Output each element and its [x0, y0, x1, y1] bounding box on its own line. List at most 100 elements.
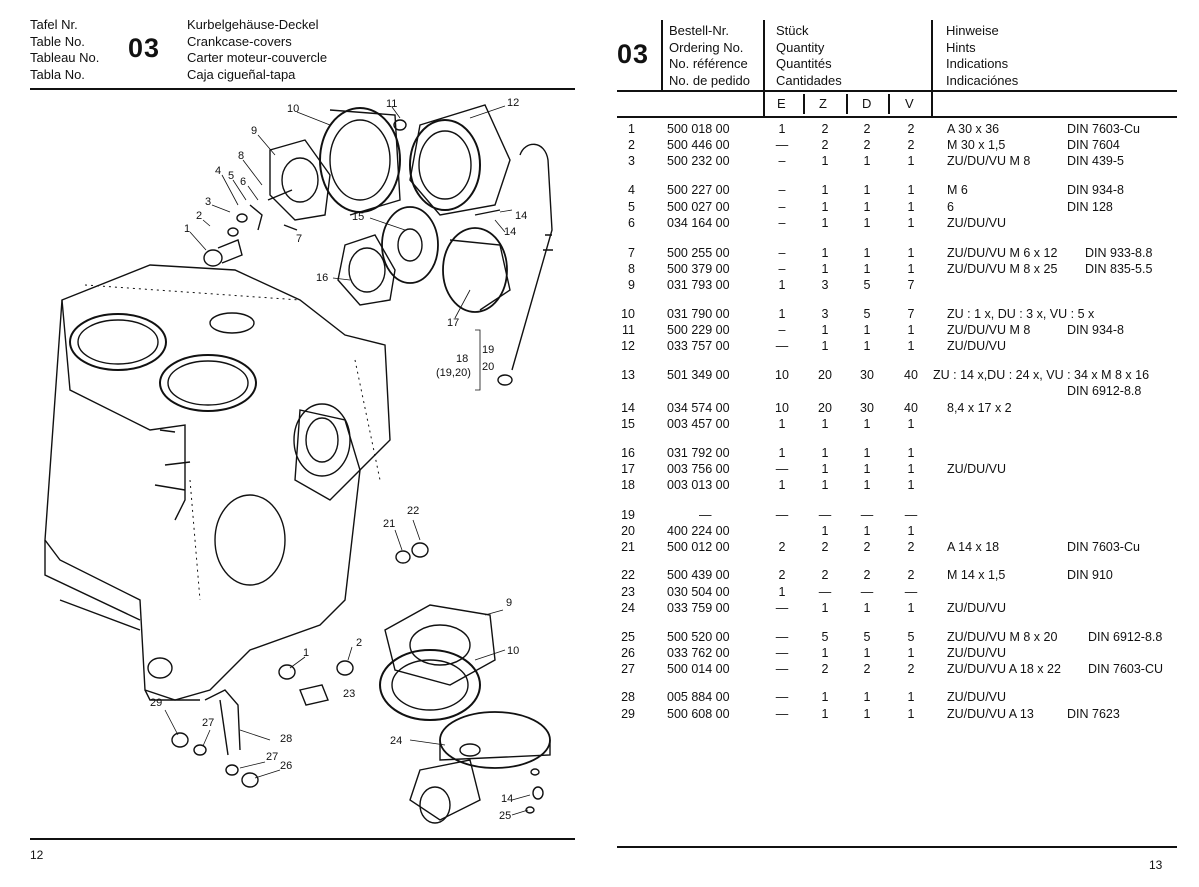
cell-din: DIN 7603-Cu — [1067, 540, 1140, 554]
header-label: Tafel Nr. — [30, 17, 78, 32]
cell-v: 7 — [907, 307, 915, 321]
cell-e: 1 — [778, 417, 786, 431]
cell-hint: ZU : 14 x,DU : 24 x, VU : 34 x M 8 x 16 — [933, 368, 1150, 382]
cell-din: DIN 910 — [1067, 568, 1113, 582]
cell-hint: ZU/DU/VU M 8 x 20 — [947, 630, 1058, 644]
cell-v: 1 — [907, 446, 915, 460]
cell-v: 1 — [907, 246, 915, 260]
cell-z: 1 — [821, 446, 829, 460]
cell-d: 1 — [863, 690, 871, 704]
callout: 14 — [504, 226, 517, 238]
callout: 14 — [501, 793, 514, 805]
cell-pos: 10 — [621, 307, 635, 321]
variant-divider — [888, 94, 890, 114]
cell-z: 2 — [821, 122, 829, 136]
cell-z: 2 — [821, 568, 829, 582]
cell-e: — — [775, 138, 789, 152]
callout: 14 — [515, 210, 528, 222]
callout: 4 — [215, 165, 222, 177]
callout: 8 — [238, 150, 245, 162]
cell-hint: A 30 x 36 — [947, 122, 1000, 136]
cell-d: 2 — [863, 540, 871, 554]
cell-e: – — [778, 262, 786, 276]
cell-z: 3 — [821, 307, 829, 321]
order-number-heading: Bestell-Nr. Ordering No. No. référence N… — [669, 23, 750, 89]
callout: 9 — [251, 125, 258, 137]
cell-z: 20 — [818, 368, 832, 382]
callout: 24 — [390, 735, 403, 747]
cell-v: 1 — [907, 417, 915, 431]
heading-fr: Quantités — [776, 56, 832, 71]
heading-es: No. de pedido — [669, 72, 750, 88]
cell-v: 40 — [904, 368, 918, 382]
cell-order-no: 033 757 00 — [667, 339, 730, 353]
table-row: DIN 6912-8.8 — [599, 384, 1199, 400]
cell-pos: 5 — [628, 200, 635, 214]
cell-order-no: 500 027 00 — [667, 200, 730, 214]
callout: 23 — [343, 688, 356, 700]
callout: (19,20) — [436, 367, 471, 379]
cell-v: 1 — [907, 183, 915, 197]
cell-pos: 24 — [621, 601, 635, 615]
cell-din: DIN 128 — [1067, 200, 1113, 214]
cell-z: 1 — [821, 707, 829, 721]
cell-din: DIN 7603-CU — [1088, 662, 1164, 676]
cell-e: — — [775, 662, 789, 676]
callout: 2 — [356, 637, 363, 649]
cell-d: 5 — [863, 630, 871, 644]
cell-pos: 2 — [628, 138, 635, 152]
cell-d: 1 — [863, 524, 871, 538]
cell-z: 1 — [821, 646, 829, 660]
cell-order-no: 033 762 00 — [667, 646, 730, 660]
callout: 16 — [316, 272, 329, 284]
cell-pos: 13 — [621, 368, 635, 382]
cell-z: 1 — [821, 601, 829, 615]
cell-order-no: 031 792 00 — [667, 446, 730, 460]
callout: 3 — [205, 196, 212, 208]
cell-hint: M 30 x 1,5 — [947, 138, 1006, 152]
page-number: 12 — [30, 848, 44, 862]
cell-z: 2 — [821, 138, 829, 152]
cell-z: 2 — [821, 662, 829, 676]
cell-v: 1 — [907, 323, 915, 337]
heading-en: Ordering No. — [669, 39, 744, 55]
cell-hint: ZU/DU/VU — [947, 216, 1007, 230]
cell-pos: 20 — [621, 524, 635, 538]
cell-din: DIN 7603-Cu — [1067, 122, 1140, 136]
cell-pos: 15 — [621, 417, 635, 431]
header-rule — [617, 90, 1177, 92]
cell-z: 1 — [821, 262, 829, 276]
cell-e: — — [775, 690, 789, 704]
cell-hint: ZU/DU/VU M 8 — [947, 154, 1031, 168]
cell-hint: ZU/DU/VU — [947, 339, 1007, 353]
cell-z: 20 — [818, 401, 832, 415]
cell-order-no: 005 884 00 — [667, 690, 730, 704]
cell-e: — — [775, 646, 789, 660]
cell-din: DIN 934-8 — [1067, 323, 1124, 337]
cell-d: 1 — [863, 707, 871, 721]
cell-d: 5 — [863, 278, 871, 292]
cell-v: 1 — [907, 462, 915, 476]
cell-e: 1 — [778, 446, 786, 460]
cell-pos: 1 — [628, 122, 635, 136]
cell-din: DIN 439-5 — [1067, 154, 1124, 168]
cell-v: 1 — [907, 339, 915, 353]
cell-e: — — [775, 601, 789, 615]
cell-e: 1 — [778, 307, 786, 321]
cell-d: 1 — [863, 417, 871, 431]
cell-hint: ZU/DU/VU M 8 x 25 — [947, 262, 1058, 276]
column-divider — [763, 20, 765, 116]
cell-din: DIN 934-8 — [1067, 183, 1124, 197]
cell-v: 1 — [907, 601, 915, 615]
cell-v: 1 — [907, 200, 915, 214]
table-number: 03 — [617, 39, 650, 69]
cell-pos: 6 — [628, 216, 635, 230]
cell-order-no: 003 457 00 — [667, 417, 730, 431]
cell-e: – — [778, 323, 786, 337]
